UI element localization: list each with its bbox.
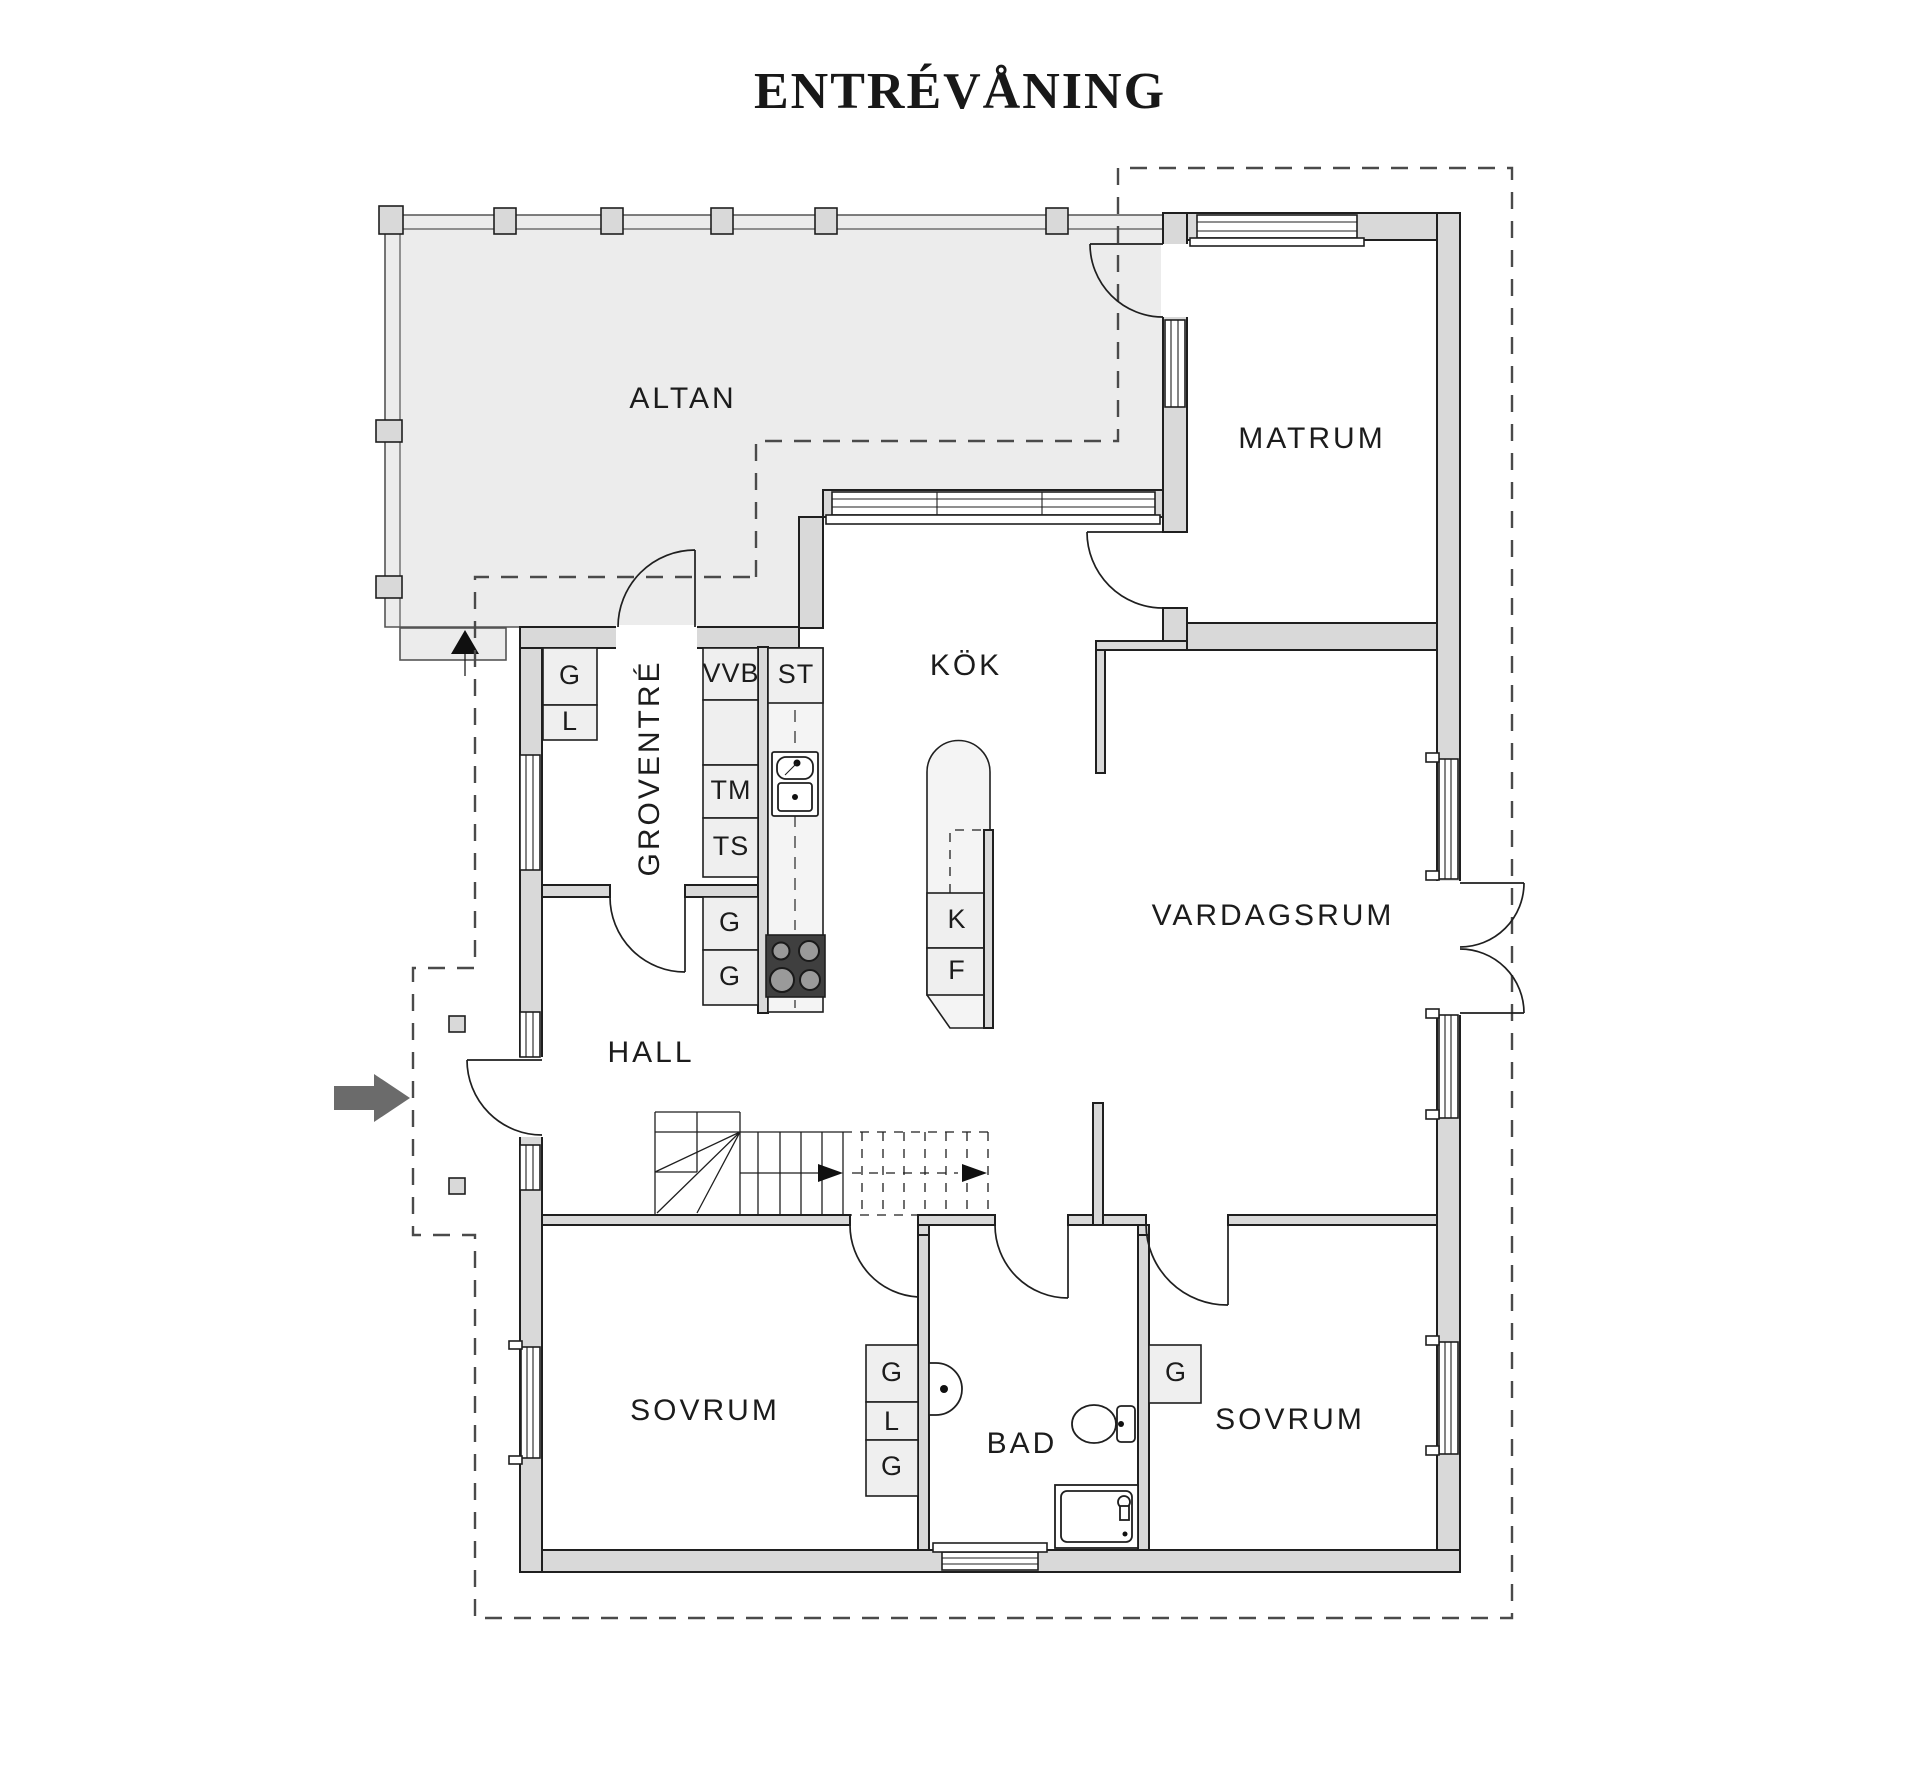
staircase <box>654 1111 989 1216</box>
wall-openings <box>518 244 1462 1137</box>
room-label-altan: ALTAN <box>629 382 736 415</box>
bathroom-fixtures <box>928 1362 1139 1549</box>
toilet-icon <box>1071 1404 1136 1444</box>
room-label-vardagsrum: VARDAGSRUM <box>1152 899 1395 932</box>
entrance-arrow-icon <box>334 1074 410 1122</box>
room-label-bad: BAD <box>987 1427 1058 1460</box>
room-label-kok: KÖK <box>930 649 1002 682</box>
appliance-label-f: F <box>948 955 966 985</box>
closets <box>542 647 1202 1497</box>
appliance-label-st: ST <box>778 659 815 689</box>
closet-label-g-kitchen1: G <box>719 907 741 937</box>
shower-icon <box>1054 1484 1139 1549</box>
kitchen-counter <box>765 647 826 1013</box>
closet-label-g-sovrum-right: G <box>1165 1357 1187 1387</box>
kitchen-island-kf <box>926 739 994 1029</box>
stove-icon <box>765 934 826 998</box>
page-title: ENTRÉVÅNING <box>753 63 1167 120</box>
windows <box>508 214 1459 1571</box>
closet-label-l-sovrum-left: L <box>884 1406 900 1436</box>
closet-label-g-sovrum-left1: G <box>881 1357 903 1387</box>
room-label-groventre: GROVENTRÉ <box>633 659 666 876</box>
closet-label-g-sovrum-left2: G <box>881 1451 903 1481</box>
upper-floor-outline-dashed <box>411 166 1514 1620</box>
appliance-label-tm: TM <box>711 775 752 805</box>
appliance-label-k: K <box>947 904 966 934</box>
doors <box>466 243 1525 1306</box>
closet-label-l-entry: L <box>562 706 578 736</box>
room-label-sovrum-right: SOVRUM <box>1215 1403 1365 1436</box>
room-label-hall: HALL <box>607 1036 694 1069</box>
room-label-sovrum-left: SOVRUM <box>630 1394 780 1427</box>
kitchen-sink-icon <box>771 751 819 817</box>
closet-label-g-entry: G <box>559 660 581 690</box>
bathroom-sink-icon <box>928 1362 963 1416</box>
closet-label-g-kitchen2: G <box>719 961 741 991</box>
room-label-matrum: MATRUM <box>1238 422 1385 455</box>
entry-porch <box>334 1015 466 1195</box>
appliance-label-vvb: VVB <box>702 658 759 688</box>
appliance-label-ts: TS <box>713 831 750 861</box>
